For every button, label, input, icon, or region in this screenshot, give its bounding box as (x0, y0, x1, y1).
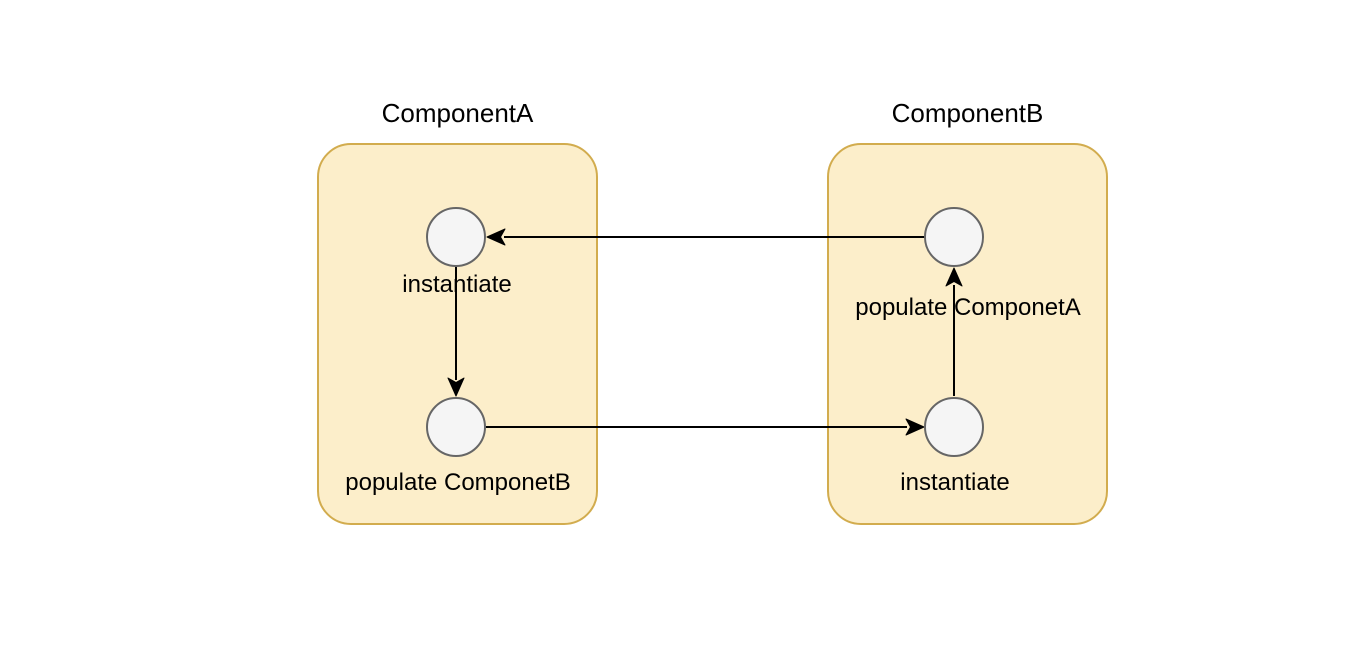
node-b-top-label: populate ComponetA (855, 294, 1081, 321)
node-a-bottom-label: populate ComponetB (345, 469, 571, 496)
component-a-box[interactable] (317, 143, 598, 525)
node-b-top-circle[interactable] (924, 207, 984, 267)
node-b-bottom-label: instantiate (900, 469, 1010, 496)
node-b-bottom-circle[interactable] (924, 397, 984, 457)
node-a-bottom-circle[interactable] (426, 397, 486, 457)
node-a-top-label: instantiate (402, 271, 512, 298)
component-b-title: ComponentB (891, 98, 1044, 128)
node-a-top-circle[interactable] (426, 207, 486, 267)
component-b-box[interactable] (827, 143, 1108, 525)
component-a-title: ComponentA (381, 98, 534, 128)
